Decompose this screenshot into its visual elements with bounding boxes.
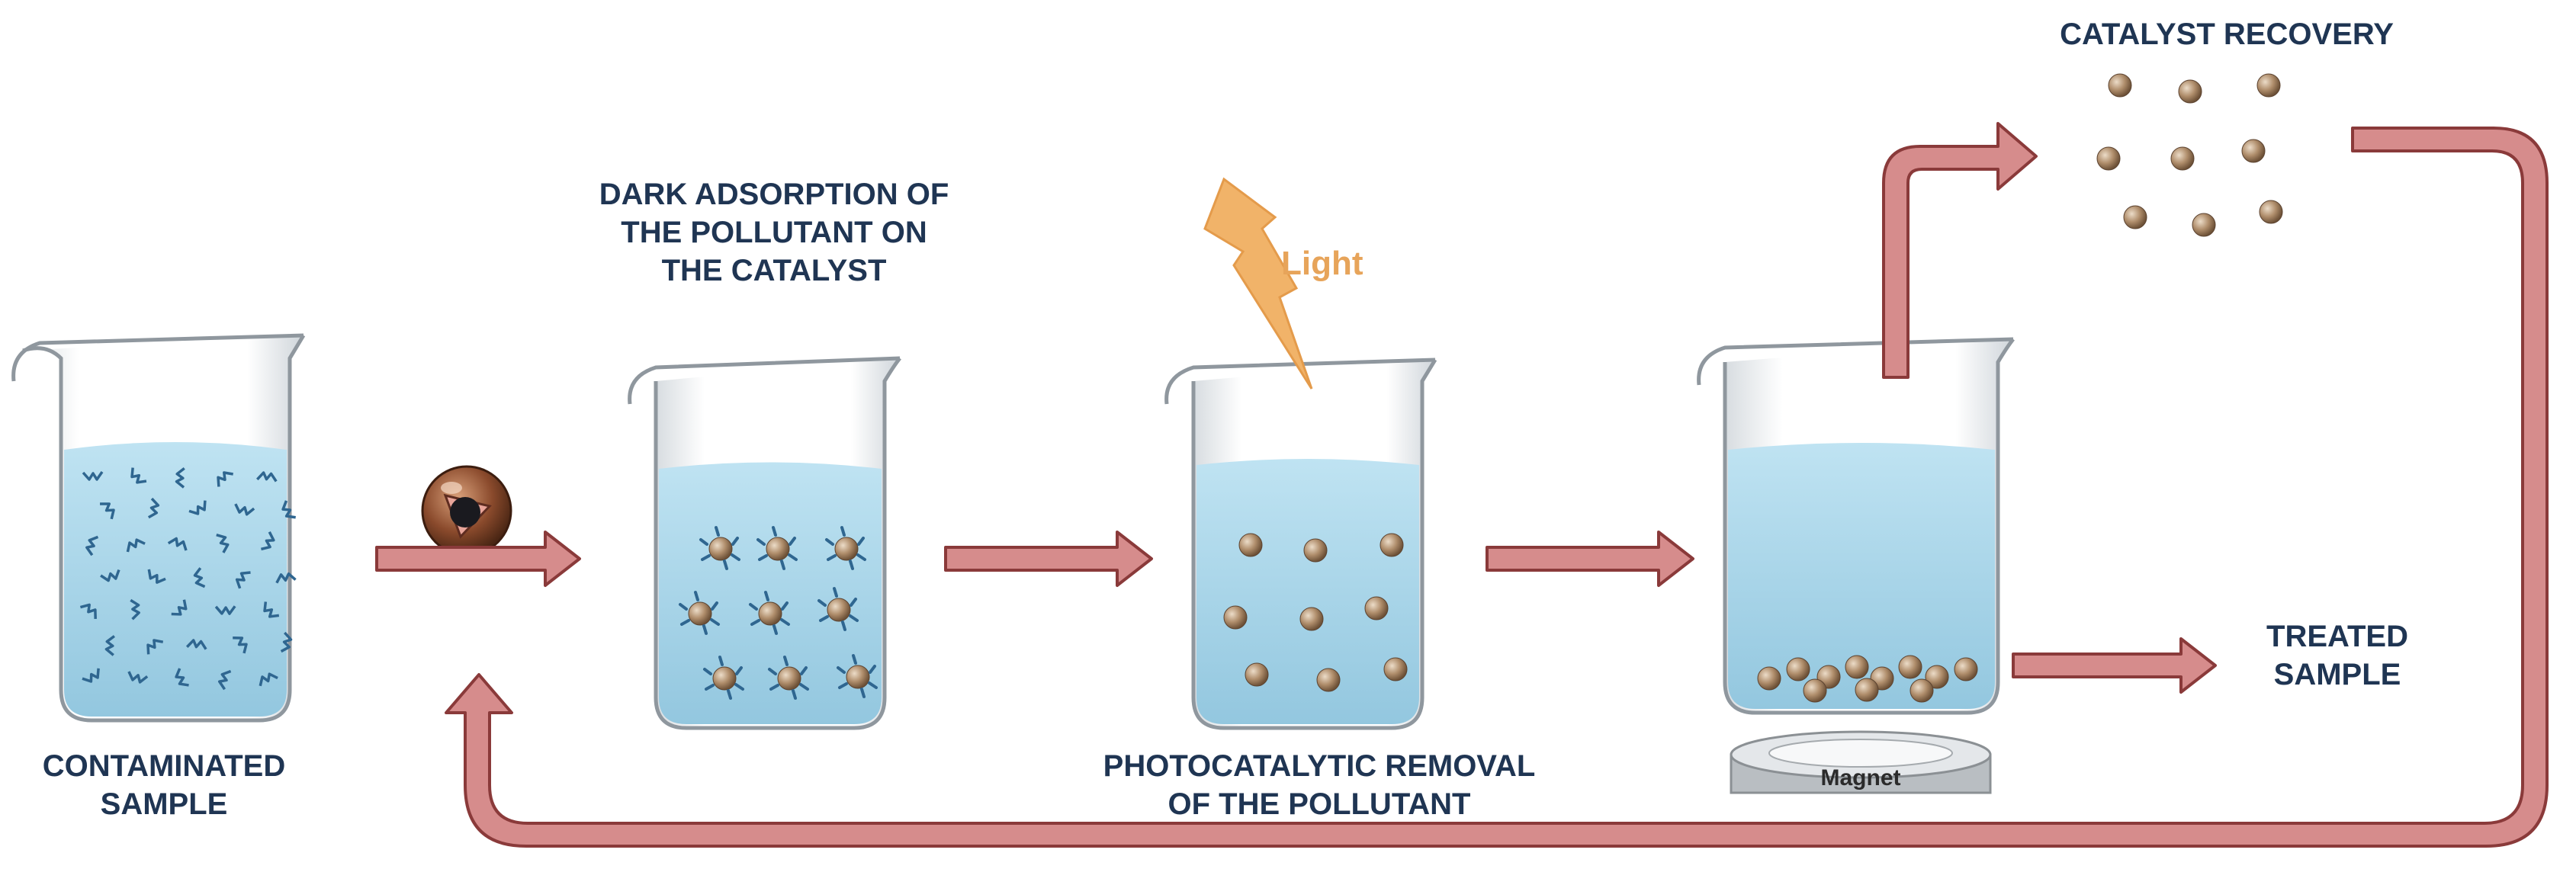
contaminated-label-line2: SAMPLE <box>101 787 228 821</box>
arrow-step1 <box>375 531 581 587</box>
water <box>64 442 287 717</box>
beaker-contaminated <box>11 333 306 723</box>
photocatalytic-label-line2: OF THE POLLUTANT <box>1168 787 1471 821</box>
beaker-dark-adsorption <box>628 356 901 730</box>
treated-label-line1: TREATED <box>2266 620 2408 653</box>
catalyst-recovery-label: CATALYST RECOVERY <box>2060 18 2394 51</box>
magnet <box>1730 730 1992 794</box>
arrows <box>375 122 2549 848</box>
water <box>1196 459 1419 724</box>
magnet-label: Magnet <box>1821 765 1901 790</box>
catalyst-particle-icon <box>421 465 512 556</box>
arrow-step3 <box>1486 531 1694 587</box>
dark-adsorption-label-line1: DARK ADSORPTION OF <box>599 178 949 211</box>
contaminated-label-line1: CONTAMINATED <box>43 749 285 783</box>
beaker-magnetic-separation <box>1697 337 2015 715</box>
beaker-photocatalytic <box>1164 358 1437 730</box>
treated-label-line2: SAMPLE <box>2274 658 2401 691</box>
dark-adsorption-label-line2: THE POLLUTANT ON <box>621 216 927 249</box>
dark-adsorption-label-line3: THE CATALYST <box>662 254 887 287</box>
light-label: Light <box>1281 245 1363 282</box>
arrow-treated <box>2012 637 2217 694</box>
recovered-catalyst-particles <box>2096 73 2283 237</box>
photocatalytic-label-line1: PHOTOCATALYTIC REMOVAL <box>1103 749 1536 783</box>
water <box>659 462 882 724</box>
arrow-step2 <box>944 531 1153 587</box>
arrow-recycle <box>445 127 2549 848</box>
arrow-recovery <box>1882 122 2038 379</box>
water <box>1728 443 1995 709</box>
light-bolt-icon <box>1203 177 1313 390</box>
